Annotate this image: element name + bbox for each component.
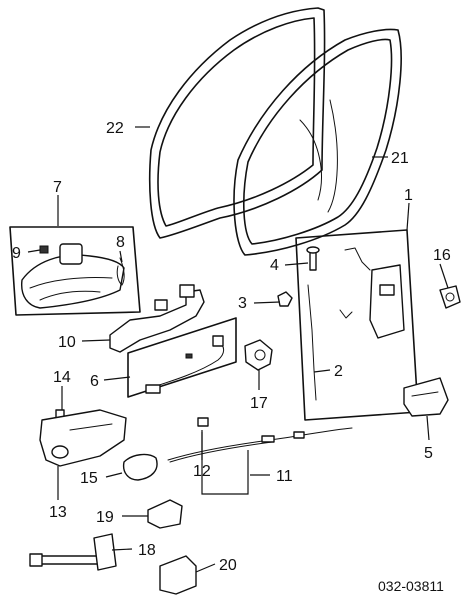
- callout-15: 15: [80, 470, 98, 487]
- diagram-code: 032-03811: [378, 578, 444, 594]
- cable-11: [167, 417, 353, 463]
- small-actuator: [244, 339, 273, 371]
- inner-handle-13: [39, 409, 127, 467]
- callout-12: 12: [193, 463, 211, 480]
- handle-bracket: [109, 284, 205, 353]
- callout-16: 16: [433, 247, 451, 264]
- weatherstrip-inner: [233, 28, 402, 256]
- weatherstrip-outer: [148, 7, 326, 239]
- bracket-19: [147, 499, 183, 529]
- callout-11: 11: [276, 468, 293, 485]
- hinge-20: [159, 555, 197, 595]
- callout-labels: 22 21 7 1 9 8 16 4 3 10 6 2 17 14 5 12 1…: [12, 120, 451, 574]
- callout-1: 1: [404, 187, 413, 204]
- callout-10: 10: [58, 334, 76, 351]
- callout-3: 3: [238, 295, 247, 312]
- leader-lines: [27, 126, 449, 573]
- callout-8: 8: [116, 234, 125, 251]
- callout-6: 6: [90, 373, 99, 390]
- callout-20: 20: [219, 557, 237, 574]
- clip-3: [277, 291, 293, 307]
- callout-14: 14: [53, 369, 71, 386]
- callout-9: 9: [12, 245, 21, 262]
- bolt-4: [306, 246, 320, 271]
- hinge-5: [403, 377, 449, 417]
- outer-handle-assembly: [9, 226, 141, 316]
- handle-cover-15: [122, 453, 158, 481]
- callout-22: 22: [106, 120, 124, 137]
- callout-21: 21: [391, 150, 409, 167]
- callout-13: 13: [49, 504, 67, 521]
- door-check-18: [29, 533, 117, 571]
- callout-17: 17: [250, 395, 268, 412]
- callout-5: 5: [424, 445, 433, 462]
- actuator-harness: [127, 317, 237, 398]
- callout-4: 4: [270, 257, 279, 274]
- callout-7: 7: [53, 179, 62, 196]
- callout-18: 18: [138, 542, 156, 559]
- striker-16: [439, 285, 461, 309]
- callout-2: 2: [334, 363, 343, 380]
- callout-19: 19: [96, 509, 114, 526]
